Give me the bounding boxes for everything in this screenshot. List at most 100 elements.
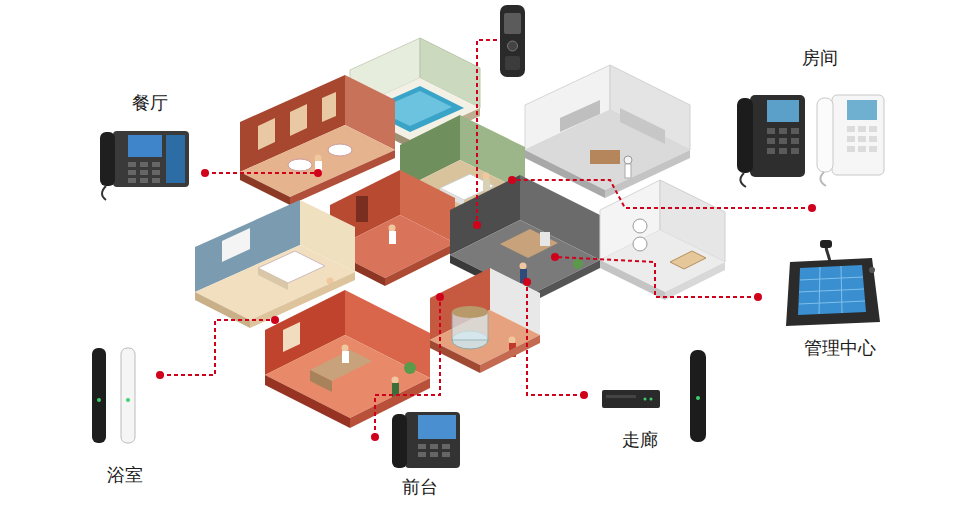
leader-dot [436, 293, 444, 301]
ip-phone [767, 128, 775, 134]
place-label: 房间 [802, 47, 838, 69]
laundry-room [665, 262, 725, 300]
ip-phone [166, 135, 185, 183]
management-console [786, 258, 880, 326]
ip-phone [140, 170, 148, 175]
leader-dot [156, 169, 816, 441]
laundry-room [633, 219, 647, 233]
leader-line [160, 40, 812, 437]
ip-phone [140, 162, 148, 167]
restaurant-room [258, 118, 275, 150]
lobby-room [540, 232, 550, 246]
bedroom-room [222, 228, 250, 262]
management-console [786, 240, 880, 326]
ip-phone [442, 452, 450, 457]
lobby-room [530, 260, 600, 303]
ip-phone [858, 136, 866, 142]
ip-phone [820, 172, 826, 186]
ip-phone [152, 162, 160, 167]
ip-phone [737, 98, 753, 173]
kitchen-room [525, 65, 690, 198]
ip-phone [405, 412, 460, 468]
leader-dot [314, 169, 322, 177]
entry-room [509, 337, 516, 344]
front-desk-room [310, 370, 332, 392]
wall-handset [92, 348, 106, 443]
ip-phone [767, 148, 775, 154]
hall-room [389, 231, 396, 244]
entry-room [480, 335, 540, 373]
ip-phone [113, 131, 189, 187]
front-desk-room [265, 375, 350, 428]
ip-phone [740, 173, 746, 187]
laundry-room [670, 251, 706, 269]
ip-phone [869, 126, 877, 132]
ip-phone [392, 414, 407, 468]
ip-phone [847, 126, 855, 132]
ip-phone [140, 178, 148, 183]
leader-dot [271, 316, 279, 324]
green-room [483, 173, 490, 180]
mobile-phone [504, 13, 521, 34]
entry-room [430, 310, 540, 365]
kitchen-room [590, 150, 620, 164]
ip-phone [737, 95, 805, 187]
restaurant-room [288, 159, 312, 171]
leader-dot [551, 253, 559, 261]
mobile-phone [505, 56, 520, 70]
ip-phone [128, 178, 136, 183]
wall-handset [126, 398, 130, 402]
entry-room [430, 340, 480, 373]
ip-phone [430, 444, 438, 449]
ip-phone [767, 100, 799, 122]
ip-phone [832, 95, 884, 175]
mobile-phone [500, 5, 525, 77]
wall-handset [97, 398, 101, 402]
ip-phone [152, 178, 160, 183]
ip-phone [791, 138, 799, 144]
leader-line [205, 172, 318, 174]
leader-line [527, 282, 584, 395]
leader-line [160, 320, 275, 375]
ip-phone [817, 95, 884, 186]
management-console [798, 265, 866, 315]
wall-handset [690, 350, 706, 442]
hall-room [356, 196, 368, 222]
lobby-room [573, 259, 583, 269]
ip-phone [128, 135, 162, 157]
hall-room [389, 225, 396, 232]
mobile-phone [508, 41, 518, 51]
management-console [799, 266, 865, 314]
front-desk-room [283, 322, 300, 352]
gateway-box [602, 390, 660, 408]
bedroom-room [258, 268, 288, 290]
restaurant-room [240, 172, 290, 205]
front-desk-room [265, 335, 430, 418]
ip-phone [750, 95, 805, 177]
kitchen-room [625, 164, 631, 178]
ip-phone [791, 128, 799, 134]
leader-dot [580, 391, 588, 399]
ip-phone [779, 128, 787, 134]
lobby-room [520, 263, 527, 270]
leader-dot [808, 204, 816, 212]
front-desk-room [342, 351, 349, 363]
green-room [483, 179, 490, 191]
ip-phone [847, 136, 855, 142]
wall-handset [696, 396, 700, 400]
lobby-room [500, 229, 558, 258]
leader-dot [201, 169, 209, 177]
leader-dot [754, 293, 762, 301]
kitchen-room [525, 110, 690, 190]
ip-phone [779, 148, 787, 154]
hall-room [385, 243, 455, 286]
ip-phone [418, 415, 456, 439]
ip-phone [100, 131, 189, 200]
front-desk-room [392, 377, 399, 384]
ip-phone [100, 132, 115, 186]
place-label: 餐厅 [132, 92, 168, 114]
bedroom-room [195, 292, 250, 328]
ip-phone [128, 170, 136, 175]
ip-phone [869, 136, 877, 142]
